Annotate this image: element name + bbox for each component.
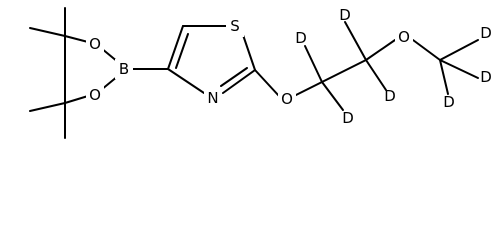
deuterium-label-1: D: [295, 29, 307, 47]
chemical-structure: S N B O O O O D D D D D D D: [29, 6, 492, 139]
deuterium-label-5: D: [480, 24, 492, 42]
boron-atom-label: B: [119, 60, 129, 78]
bond-cb-o4: [365, 39, 396, 61]
bond-cm-d-right: [439, 59, 479, 79]
boronate-oxygen-top-label: O: [89, 35, 101, 53]
atom-labels: S N B O O O O D D D D D D D: [86, 6, 492, 127]
deuterium-label-3: D: [342, 109, 354, 127]
ether-oxygen-ring-label: O: [281, 90, 293, 108]
bond-cm-d-bottom: [439, 59, 449, 95]
thiazole-nitrogen-label: N: [207, 89, 218, 107]
bond-lines: [29, 7, 479, 139]
bond-s-c2: [241, 31, 256, 71]
bond-cb-d-bottom: [365, 59, 387, 91]
bond-cb-d-top: [344, 21, 367, 61]
deuterium-label-4: D: [384, 87, 396, 105]
bond-c2-n: [222, 69, 256, 94]
bond-c2-o3: [254, 69, 280, 97]
bond-ca-d-bottom: [321, 81, 344, 111]
bond-c4-c5-inner: [175, 33, 189, 69]
bond-c4-c5: [167, 25, 184, 70]
bond-n-c4: [167, 68, 205, 94]
bond-o2-c2: [64, 95, 89, 104]
bond-cm-d-top: [439, 39, 479, 61]
bond-c2-n-inner: [220, 67, 248, 87]
ether-oxygen-chain-label: O: [398, 28, 410, 46]
bond-ca-cb: [321, 59, 367, 83]
bond-c2-me-left: [29, 102, 66, 112]
sulfur-atom-label: S: [230, 17, 240, 35]
boronate-oxygen-bottom-label: O: [89, 86, 101, 104]
deuterium-label-6: D: [480, 68, 492, 86]
bond-c1-o1: [64, 35, 89, 43]
bond-c1-me-left: [29, 27, 66, 37]
bond-o4-cm: [412, 39, 441, 61]
deuterium-label-2: D: [339, 6, 351, 24]
bond-o3-ca: [293, 81, 323, 97]
bond-ca-d-top: [304, 45, 323, 83]
deuterium-label-7: D: [443, 93, 455, 111]
